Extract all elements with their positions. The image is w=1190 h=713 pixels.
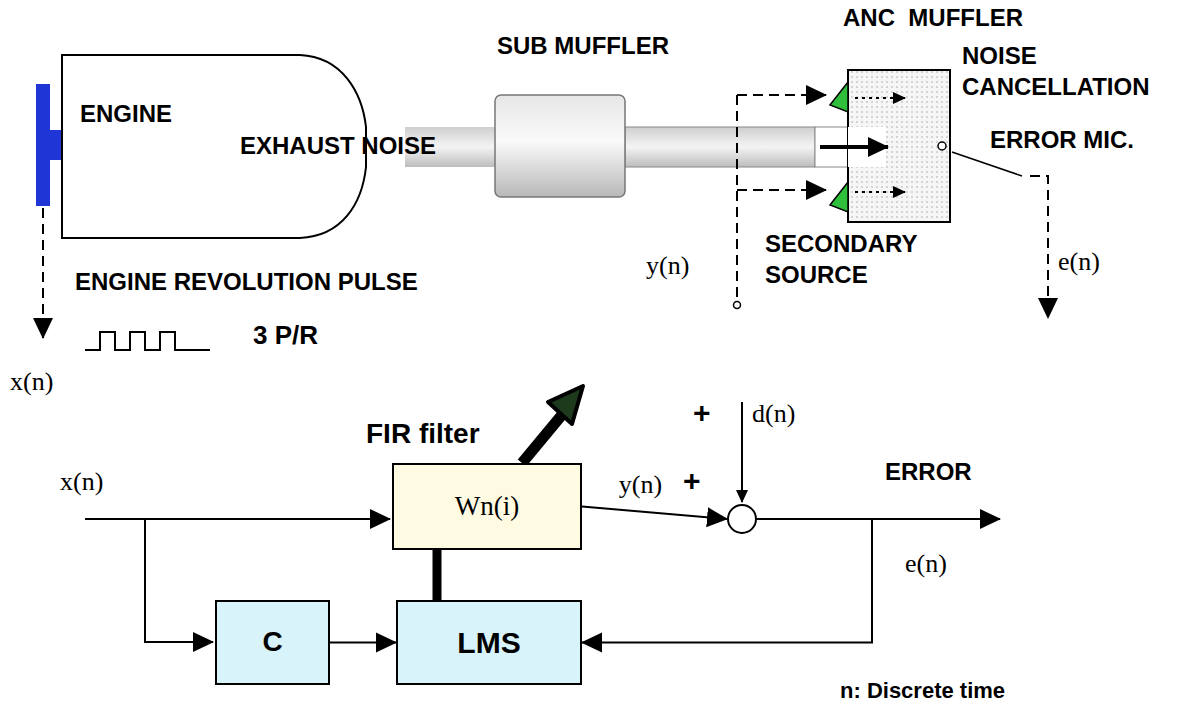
adaptive-arrow — [522, 410, 566, 463]
error-mic — [938, 142, 946, 150]
input-line — [85, 518, 390, 520]
text-label: SECONDARY SOURCE — [765, 228, 945, 290]
flow-arrow — [820, 145, 888, 149]
signal-line — [737, 94, 826, 96]
sound-arrow — [855, 191, 905, 193]
summing-junction: ++ — [727, 504, 757, 534]
text-label: e(n) — [1058, 246, 1100, 277]
signal-line — [42, 208, 44, 338]
text-label: ENGINE — [80, 100, 172, 129]
terminal — [734, 302, 741, 309]
text-label: d(n) — [752, 398, 795, 429]
sign-label: + — [683, 464, 701, 497]
block-label: C — [262, 627, 282, 658]
signal-line — [737, 189, 826, 191]
block-label: Wn(i) — [455, 492, 519, 522]
secondary-speaker — [830, 82, 848, 112]
junction-circle — [728, 505, 756, 533]
text-label: ERROR MIC. — [990, 126, 1134, 155]
adaptive-arrowhead — [548, 386, 583, 424]
block-label: LMS — [457, 626, 520, 659]
secondary-speaker — [830, 182, 848, 212]
text-label: 3 P/R — [253, 320, 318, 351]
sign-label: + — [693, 396, 711, 429]
block-heading: FIR filter — [366, 419, 480, 450]
signal-line — [1030, 176, 1048, 318]
input-branch — [145, 519, 213, 642]
disturbance-line — [741, 402, 743, 502]
text-label: ENGINE REVOLUTION PULSE — [75, 268, 418, 297]
sub-muffler — [495, 95, 625, 197]
filter-box: C — [215, 600, 330, 685]
signal-line — [736, 95, 738, 298]
connector — [582, 519, 872, 643]
connector — [330, 642, 396, 644]
text-label: x(n) — [10, 366, 53, 397]
pulse-waveform — [85, 332, 210, 350]
process-box: LMS — [396, 600, 582, 685]
text-label: y(n) — [646, 250, 689, 281]
mic-lead — [952, 152, 1022, 176]
edge-label: y(n) — [619, 469, 662, 500]
text-label: NOISE CANCELLATION — [962, 40, 1162, 102]
sound-arrow — [855, 97, 905, 99]
flywheel — [36, 84, 50, 206]
text-label: e(n) — [905, 548, 947, 579]
filter-box: FIR filterWn(i) — [392, 463, 582, 550]
text-label: n: Discrete time — [840, 678, 1005, 704]
connector — [433, 550, 442, 600]
text-label: x(n) — [60, 466, 103, 497]
text-label: ANC MUFFLER — [843, 4, 1023, 33]
junction-outline — [727, 504, 757, 534]
text-label: SUB MUFFLER — [497, 32, 669, 61]
text-label: ERROR — [885, 458, 972, 487]
connector — [582, 507, 727, 520]
exhaust-pipe — [625, 127, 815, 167]
flywheel-hub — [50, 130, 62, 160]
text-label: EXHAUST NOISE — [240, 132, 436, 161]
